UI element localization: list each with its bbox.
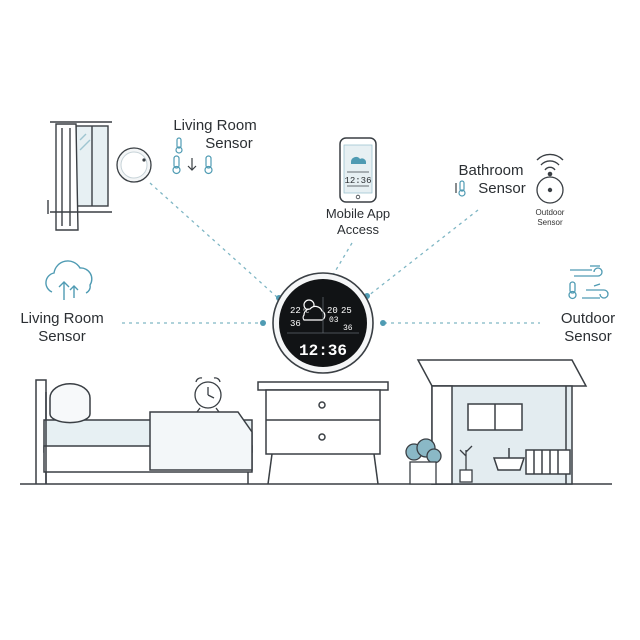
alarm-clock-icon bbox=[194, 377, 222, 413]
station-right-top2: 25 bbox=[341, 306, 352, 316]
living-room-top-line2: Sensor bbox=[205, 135, 253, 152]
outdoor-shed bbox=[416, 359, 588, 485]
outdoor-small-label: Outdoor Sensor bbox=[525, 208, 575, 228]
bathroom-sensor-icon bbox=[455, 180, 466, 197]
outdoor-right-line1: Outdoor bbox=[560, 310, 616, 327]
station-left-top: 22 bbox=[290, 306, 301, 316]
station-clock: 12:36 bbox=[299, 342, 347, 360]
bathroom-sensor-label: Bathroom Sensor bbox=[446, 162, 536, 198]
living-room-sensor-device bbox=[116, 147, 152, 183]
bathroom-line1: Bathroom bbox=[458, 162, 524, 179]
bathroom-line2: Sensor bbox=[478, 180, 526, 197]
mobile-phone-device bbox=[339, 137, 377, 203]
wifi-icon bbox=[536, 153, 564, 177]
outdoor-sensor-right-label: Outdoor Sensor bbox=[550, 310, 626, 346]
sun-cloud-icon bbox=[302, 299, 326, 321]
station-readouts: 22 °C 36 20 25 03 36 12:36 bbox=[290, 306, 353, 360]
bed bbox=[35, 379, 253, 484]
mobile-app-line1: Mobile App bbox=[325, 206, 391, 221]
station-right-mid: 03 bbox=[329, 316, 339, 325]
cloud-upload-icon bbox=[45, 260, 93, 300]
living-room-left-line2: Sensor bbox=[38, 328, 86, 345]
station-left-unit: °C bbox=[302, 308, 310, 315]
living-room-sensor-top-label: Living Room Sensor bbox=[165, 117, 265, 153]
outdoor-small-line2: Sensor bbox=[537, 218, 563, 227]
station-right-top: 20 bbox=[327, 306, 338, 316]
outdoor-right-line2: Sensor bbox=[564, 328, 612, 345]
plant-icon bbox=[405, 438, 473, 485]
station-left-bottom: 36 bbox=[290, 319, 301, 329]
weather-station-device bbox=[272, 272, 374, 374]
living-room-left-line1: Living Room bbox=[20, 310, 104, 327]
thermometer-icon bbox=[172, 137, 213, 175]
window-icon bbox=[47, 121, 112, 231]
outdoor-small-line1: Outdoor bbox=[535, 208, 565, 217]
phone-time: 12:36 bbox=[344, 176, 371, 186]
wind-icon bbox=[568, 265, 609, 300]
mobile-app-line2: Access bbox=[337, 222, 379, 237]
dresser bbox=[257, 381, 389, 485]
living-room-top-line1: Living Room bbox=[173, 117, 257, 134]
station-right-bottom: 36 bbox=[343, 324, 353, 333]
living-room-sensor-left-label: Living Room Sensor bbox=[14, 310, 110, 346]
outdoor-small-sensor-device bbox=[536, 176, 564, 204]
mobile-app-label: Mobile App Access bbox=[313, 206, 403, 238]
